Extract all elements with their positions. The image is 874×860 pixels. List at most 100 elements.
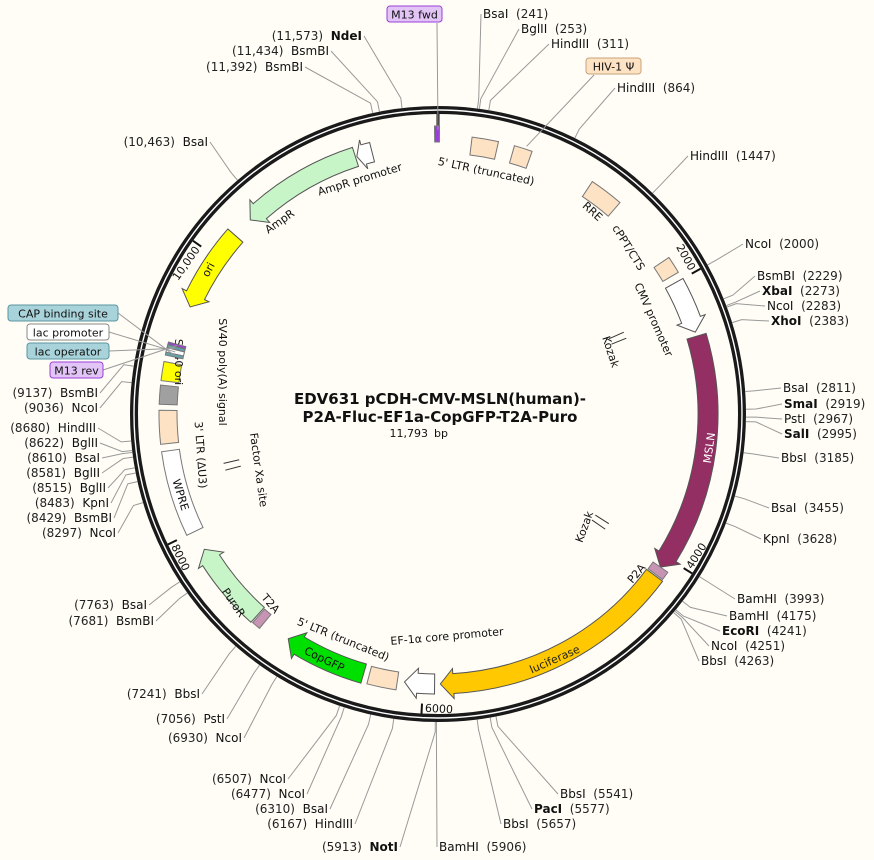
enzyme-position: (5577) — [570, 802, 610, 816]
enzyme-site-bglii[interactable]: (8581) BglII — [26, 456, 134, 480]
enzyme-site-paci[interactable]: PacI (5577) — [489, 717, 610, 816]
site-leader-line — [745, 403, 783, 410]
enzyme-site-ncoi[interactable]: (6507) NcoI — [212, 705, 341, 786]
enzyme-label: BbsI (4263) — [701, 654, 774, 668]
enzyme-site-bglii[interactable]: BglII (253) — [478, 22, 587, 109]
enzyme-name: BsaI — [771, 501, 796, 515]
enzyme-name: BsaI — [122, 598, 147, 612]
plasmid-title-line1: EDV631 pCDH-CMV-MSLN(human)- — [294, 390, 586, 408]
enzyme-site-bsai[interactable]: BsaI (241) — [476, 7, 548, 109]
enzyme-label: XhoI (2383) — [771, 314, 849, 328]
enzyme-site-bsai[interactable]: (6310) BsaI — [255, 714, 372, 816]
enzyme-label: (8429) BsmBI — [27, 511, 113, 525]
site-leader-line — [489, 717, 533, 810]
enzyme-site-bsmbi[interactable]: (11,434) BsmBI — [232, 44, 380, 112]
enzyme-label: BamHI (4175) — [729, 609, 816, 623]
enzyme-site-ndei[interactable]: (11,573) NdeI — [272, 29, 403, 109]
enzyme-site-bamhi[interactable]: BamHI (5906) — [435, 721, 526, 854]
feature-shape — [158, 409, 180, 445]
enzyme-site-bbsi[interactable]: BbsI (5657) — [476, 719, 576, 831]
enzyme-site-ecori[interactable]: EcoRI (4241) — [675, 609, 807, 638]
enzyme-site-hindiii[interactable]: HindIII (864) — [574, 81, 695, 139]
enzyme-site-ncoi[interactable]: NcoI (4251) — [674, 610, 785, 653]
enzyme-site-smai[interactable]: SmaI (2919) — [745, 397, 865, 411]
enzyme-site-bsmbi[interactable]: (11,392) BsmBI — [206, 60, 374, 114]
enzyme-site-hindiii[interactable]: (8680) HindIII — [10, 421, 132, 443]
enzyme-position: (10,463) — [124, 135, 175, 149]
enzyme-name: KpnI — [763, 532, 790, 546]
enzyme-site-ncoi[interactable]: (8297) NcoI — [42, 502, 144, 540]
feature-arrow — [197, 548, 266, 624]
enzyme-site-bsai[interactable]: BsaI (3455) — [734, 495, 844, 515]
enzyme-site-bbsi[interactable]: BbsI (3185) — [743, 451, 855, 465]
enzyme-site-ncoi[interactable]: (9036) NcoI — [24, 381, 132, 415]
enzyme-label: (8610) BsaI — [27, 451, 100, 465]
enzyme-site-xbai[interactable]: XbaI (2273) — [726, 284, 840, 307]
enzyme-site-psti[interactable]: (7056) PstI — [156, 664, 261, 726]
enzyme-site-bsmbi[interactable]: (7681) BsmBI — [69, 592, 188, 628]
enzyme-label: (7056) PstI — [156, 712, 225, 726]
enzyme-site-hindiii[interactable]: HindIII (311) — [488, 37, 629, 111]
feature-kozak: Kozak — [573, 509, 610, 544]
enzyme-site-noti[interactable]: (5913) NotI — [322, 721, 436, 854]
enzyme-site-bsai[interactable]: (10,463) BsaI — [124, 135, 238, 181]
enzyme-site-bamhi[interactable]: BamHI (4175) — [682, 600, 817, 623]
feature-label: SV40 poly(A) signal — [216, 318, 229, 425]
enzyme-name: HindIII — [551, 37, 589, 51]
enzyme-site-bsai[interactable]: (7763) BsaI — [74, 581, 181, 612]
callout-label: CAP binding site — [18, 308, 108, 321]
enzyme-name: BglII — [72, 436, 98, 450]
enzyme-name: BsmBI — [60, 386, 98, 400]
enzyme-site-xhoi[interactable]: XhoI (2383) — [731, 314, 849, 328]
enzyme-site-sali[interactable]: SalI (2995) — [745, 421, 857, 441]
enzyme-site-bbsi[interactable]: (7241) BbsI — [127, 645, 237, 701]
enzyme-site-kpni[interactable]: KpnI (3628) — [725, 522, 837, 546]
enzyme-site-bsai[interactable]: BsaI (2811) — [745, 381, 856, 395]
enzyme-site-bsmbi[interactable]: BsmBI (2229) — [723, 269, 843, 300]
enzyme-name: BamHI — [439, 840, 479, 854]
enzyme-site-hindiii[interactable]: HindIII (1447) — [652, 149, 776, 194]
enzyme-position: (2229) — [803, 269, 843, 283]
enzyme-site-hindiii[interactable]: (6167) HindIII — [267, 718, 395, 831]
site-leader-line — [117, 502, 144, 534]
enzyme-name: XbaI — [762, 284, 792, 298]
enzyme-site-bsmbi[interactable]: (9137) BsmBI — [13, 364, 134, 400]
tick-mark — [420, 703, 424, 714]
enzyme-label: (6477) NcoI — [231, 787, 305, 801]
site-leader-line — [476, 719, 502, 825]
feature-label: EF-1α core promoter — [390, 625, 505, 648]
enzyme-label: (10,463) BsaI — [124, 135, 208, 149]
enzyme-site-psti[interactable]: PstI (2967) — [745, 412, 853, 426]
enzyme-site-bsmbi[interactable]: (8429) BsmBI — [27, 481, 138, 525]
enzyme-position: (4251) — [745, 639, 785, 653]
enzyme-site-bglii[interactable]: (8622) BglII — [24, 436, 133, 453]
site-leader-line — [99, 381, 132, 409]
site-mark — [611, 337, 627, 345]
enzyme-site-kpni[interactable]: (8483) KpnI — [35, 472, 136, 510]
enzyme-position: (3185) — [814, 451, 854, 465]
enzyme-name: SmaI — [784, 397, 818, 411]
enzyme-site-ncoi[interactable]: (6477) NcoI — [231, 707, 345, 801]
enzyme-site-ncoi[interactable]: NcoI (2283) — [726, 299, 841, 313]
callout-box — [26, 323, 110, 341]
enzyme-site-bbsi[interactable]: BbsI (5541) — [495, 716, 633, 801]
enzyme-position: (1447) — [736, 149, 776, 163]
enzyme-label: NcoI (2283) — [767, 299, 841, 313]
site-leader-line — [707, 243, 744, 266]
enzyme-label: (5913) NotI — [322, 840, 398, 854]
enzyme-position: (5906) — [486, 840, 526, 854]
enzyme-site-bglii[interactable]: (8515) BglII — [32, 467, 135, 495]
enzyme-position: (11,434) — [232, 44, 283, 58]
enzyme-site-bsai[interactable]: (8610) BsaI — [27, 451, 133, 465]
enzyme-site-ncoi[interactable]: (6930) NcoI — [168, 676, 278, 745]
enzyme-position: (253) — [555, 22, 587, 36]
enzyme-position: (8680) — [10, 421, 50, 435]
enzyme-site-bbsi[interactable]: BbsI (4263) — [673, 612, 774, 668]
enzyme-name: BbsI — [174, 687, 200, 701]
enzyme-name: BbsI — [503, 817, 529, 831]
enzyme-site-ncoi[interactable]: NcoI (2000) — [707, 237, 819, 266]
enzyme-label: HindIII (1447) — [690, 149, 776, 163]
enzyme-label: (11,573) NdeI — [272, 29, 362, 43]
feature-shape — [508, 145, 533, 169]
enzyme-site-bamhi[interactable]: BamHI (3993) — [699, 576, 825, 606]
